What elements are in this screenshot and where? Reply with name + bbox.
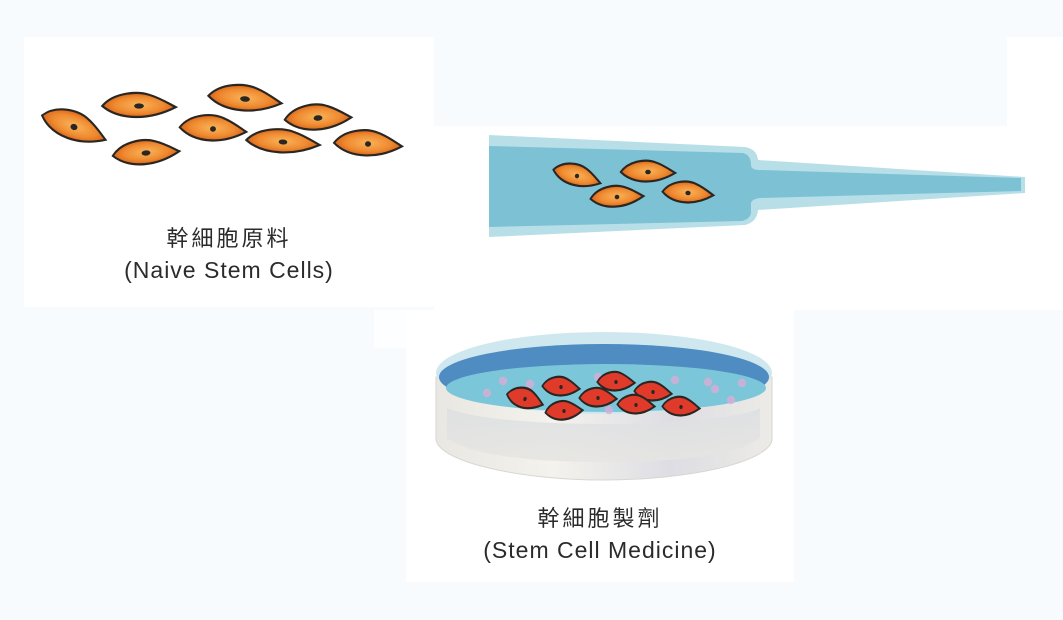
- panel-gap: [374, 310, 406, 348]
- pipette-cells-group: [549, 157, 716, 210]
- naive-stem-cell: [282, 101, 353, 133]
- cell-nucleus: [614, 379, 618, 385]
- cell-nucleus: [134, 103, 144, 109]
- medium-particle: [703, 377, 713, 387]
- cell-nucleus: [70, 123, 78, 131]
- medicine-label-zh: 幹細胞製劑: [537, 506, 663, 531]
- dish-wall-inner-band: [447, 408, 760, 462]
- naive-stem-cells-label: 幹細胞原料 (Naive Stem Cells): [24, 224, 434, 286]
- medium-particle: [737, 378, 747, 388]
- cell-nucleus: [634, 402, 638, 408]
- medicine-stem-cell: [578, 386, 618, 408]
- naive-label-en: (Naive Stem Cells): [124, 257, 334, 283]
- naive-stem-cell: [101, 91, 177, 119]
- medium-particle: [498, 376, 508, 386]
- cell-nucleus: [313, 115, 323, 121]
- medium-particle: [525, 379, 535, 389]
- cell-nucleus: [523, 396, 527, 402]
- cell-nucleus: [240, 96, 250, 102]
- cell-nucleus: [141, 150, 151, 156]
- medicine-stem-cell: [660, 395, 702, 418]
- cell-nucleus: [562, 408, 566, 414]
- cell-nucleus: [679, 404, 683, 410]
- medicine-stem-cell: [503, 382, 547, 414]
- dish-cells-group: [503, 370, 702, 423]
- naive-stem-cell: [332, 128, 404, 158]
- pipette-stem-cell: [588, 182, 646, 210]
- medium-particle: [726, 395, 736, 405]
- naive-stem-cell: [36, 100, 113, 152]
- medicine-label-en: (Stem Cell Medicine): [483, 537, 717, 563]
- right-edge-panel: [1007, 37, 1063, 310]
- medium-particle: [604, 405, 614, 415]
- medicine-stem-cell: [615, 393, 657, 416]
- pipette-stem-cell: [660, 179, 716, 205]
- stem-cell-medicine-label: 幹細胞製劑 (Stem Cell Medicine): [406, 504, 794, 566]
- naive-stem-cell: [244, 126, 322, 156]
- cell-nucleus: [614, 194, 620, 200]
- pipette: [489, 135, 1025, 237]
- naive-stem-cell: [110, 135, 182, 168]
- pipette-stem-cell: [549, 157, 605, 193]
- medium-particle: [670, 375, 680, 385]
- medicine-stem-cell: [632, 379, 674, 403]
- naive-cells-panel: [24, 37, 434, 307]
- cell-nucleus: [559, 384, 563, 390]
- naive-stem-cell: [206, 81, 284, 115]
- medicine-stem-cell: [543, 398, 585, 423]
- naive-stem-cell: [178, 112, 249, 144]
- cell-nucleus: [278, 139, 288, 145]
- medium-particle: [482, 388, 492, 398]
- cell-nucleus: [685, 190, 691, 196]
- cell-nucleus: [645, 169, 651, 175]
- medicine-stem-cell: [540, 374, 582, 398]
- medium-particle: [710, 384, 720, 394]
- medicine-stem-cell: [596, 370, 636, 392]
- cell-nucleus: [651, 389, 655, 395]
- cell-nucleus: [210, 126, 216, 132]
- petri-dish: [435, 332, 773, 481]
- naive-label-zh: 幹細胞原料: [166, 226, 292, 251]
- cell-nucleus: [574, 173, 580, 179]
- naive-cells-group: [36, 81, 404, 168]
- cell-nucleus: [596, 395, 600, 401]
- pipette-stem-cell: [619, 159, 677, 183]
- cell-nucleus: [365, 141, 371, 147]
